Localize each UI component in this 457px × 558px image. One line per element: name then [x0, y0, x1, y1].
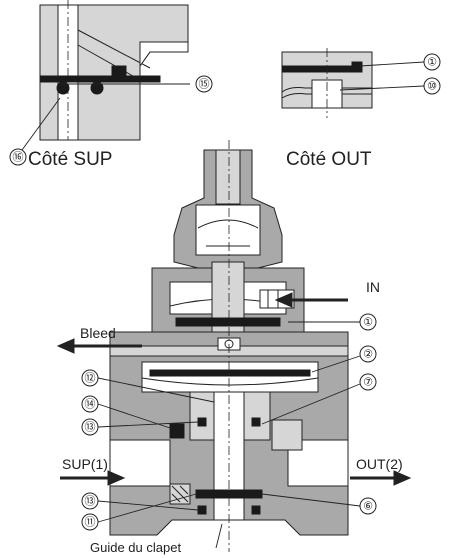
sup-oring-left [56, 81, 70, 95]
callout-6: ⑥ [363, 500, 373, 513]
bleed-arrow [56, 338, 75, 354]
callouts: ① ② ⑦ ⑫ ⑭ ⑬ ⑬ ⑪ ⑥ Guide du clapet [81, 313, 377, 555]
callout-13-upper: ⑬ [85, 421, 96, 434]
flow-arrows [56, 292, 412, 486]
sup-detail-seat [39, 75, 161, 83]
detail-sup-side: ⑮ ⑯ Côté SUP [9, 0, 213, 170]
sup-oring-right [90, 81, 104, 95]
callout-12: ⑫ [85, 372, 96, 385]
upper-diaphragm [175, 317, 281, 327]
callout-16: ⑯ [13, 151, 24, 164]
callout-13-lower: ⑬ [85, 495, 96, 508]
out-detail-plate [281, 65, 363, 73]
label-sup: SUP(1) [62, 456, 108, 472]
adjusting-stem [215, 149, 241, 205]
label-bleed: Bleed [80, 325, 116, 341]
main-regulator-section [109, 140, 349, 552]
callout-14: ⑭ [85, 398, 96, 411]
callout-2: ② [363, 348, 373, 361]
callout-1: ① [363, 316, 373, 329]
callout-10: ⑩ [427, 80, 437, 93]
label-out: OUT(2) [356, 456, 403, 472]
in-arrow [274, 292, 293, 308]
caption-out-side: Côté OUT [286, 149, 372, 170]
callout-1-detail: ① [427, 56, 437, 69]
callout-11: ⑪ [85, 516, 96, 529]
label-in: IN [366, 279, 380, 295]
callout-15: ⑮ [199, 78, 210, 91]
callout-7: ⑦ [363, 376, 373, 389]
detail-out-side: ① ⑩ Côté OUT [281, 48, 441, 170]
out-arrow [393, 470, 412, 486]
label-valve-guide: Guide du clapet [90, 540, 181, 555]
caption-sup-side: Côté SUP [28, 149, 112, 170]
main-diaphragm [149, 369, 311, 377]
sup-arrow [107, 470, 126, 486]
